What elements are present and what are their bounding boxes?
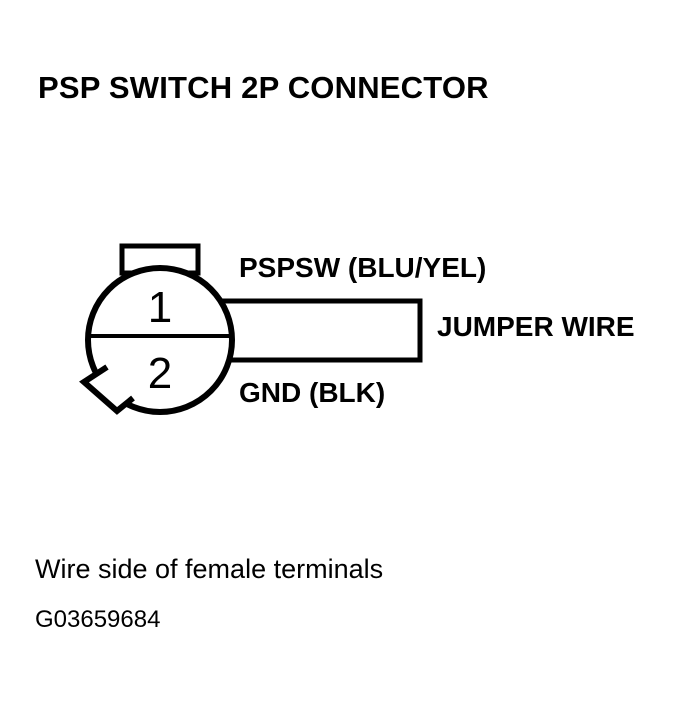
connector-body xyxy=(79,243,235,415)
circuit-label-gnd: GND (BLK) xyxy=(239,377,386,408)
circuit-label-pspsw: PSPSW (BLU/YEL) xyxy=(239,252,487,283)
page-title: PSP SWITCH 2P CONNECTOR xyxy=(38,70,489,105)
connector-lock-tab xyxy=(119,243,201,276)
diagram-caption: Wire side of female terminals xyxy=(35,554,384,584)
jumper-wire-loop xyxy=(209,298,423,363)
cavity-number-1: 1 xyxy=(148,283,172,332)
jumper-wire-label: JUMPER WIRE xyxy=(437,311,635,342)
connector-outline xyxy=(85,265,235,415)
cavity-number-2: 2 xyxy=(148,349,172,398)
figure-code: G03659684 xyxy=(35,606,161,633)
connector-key-notch xyxy=(79,364,135,415)
